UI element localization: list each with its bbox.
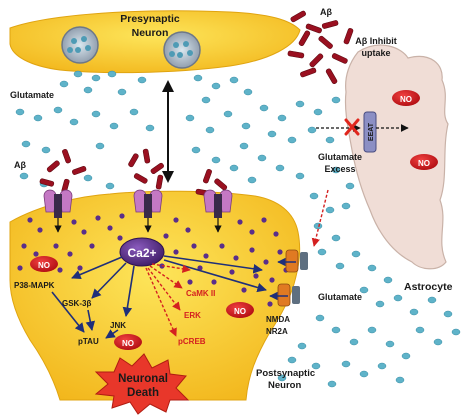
synapse-double-arrow (162, 80, 174, 183)
dashed-signalling-arrows (145, 189, 329, 337)
pcreb-label: pCREB (178, 337, 206, 346)
no-badge: NO (114, 334, 142, 350)
neuronal-death-line2: Death (127, 387, 159, 399)
svg-text:NO: NO (38, 261, 50, 270)
calcium-ions (17, 213, 289, 307)
abeta-label-left: Aβ (14, 160, 26, 170)
eaat-transporter (363, 111, 377, 153)
abeta-inhibit-line2: uptake (361, 48, 390, 58)
no-badge: NO (392, 90, 420, 106)
svg-text:NO: NO (400, 95, 412, 104)
erk-label: ERK (184, 311, 201, 320)
glutamate-excess-line2: Excess (324, 164, 355, 174)
glutamate-excess-line1: Glutamate (318, 152, 362, 162)
postsynaptic-label-line1: Postsynaptic (256, 368, 315, 379)
presynaptic-vesicle (163, 31, 201, 69)
glutamate-label-top: Glutamate (10, 90, 54, 100)
blocked-x-icon (344, 118, 360, 136)
receptor-center (133, 189, 163, 233)
ptau-label: pTAU (78, 337, 99, 346)
no-badge: NO (410, 154, 438, 170)
nmda-line1: NMDA (266, 315, 290, 324)
postsynaptic-label-line2: Neuron (268, 380, 301, 391)
receptor-left (43, 189, 73, 233)
jnk-label: JNK (110, 321, 126, 330)
presynaptic-label-line2: Neuron (132, 27, 169, 39)
p38-mapk-label: P38-MAPK (14, 281, 55, 290)
neuronal-death-line1: Neuronal (118, 373, 168, 385)
nmda-receptor-lower (269, 283, 300, 307)
presynaptic-label-line1: Presynaptic (120, 13, 180, 25)
no-badge: NO (226, 302, 254, 318)
abeta-label-top: Aβ (320, 7, 332, 17)
nmda-line2: NR2A (266, 327, 288, 336)
glutamate-label-right: Glutamate (318, 292, 362, 302)
no-badge: NO (30, 256, 58, 272)
svg-text:NO: NO (234, 307, 246, 316)
receptor-right (203, 189, 233, 233)
abeta-inhibit-line1: Aβ Inhibit (355, 36, 396, 46)
svg-text:NO: NO (418, 159, 430, 168)
astrocyte-label: Astrocyte (404, 281, 453, 293)
astrocyte (344, 44, 449, 270)
glutamate-molecules (15, 70, 461, 388)
neuronal-death-burst (94, 353, 190, 415)
calcium-label: Ca2+ (127, 246, 156, 260)
presynaptic-vesicle (61, 26, 99, 64)
postsynaptic-neuron (9, 190, 301, 401)
gsk-label: GSK-3β (62, 299, 91, 308)
signalling-arrows (51, 255, 267, 339)
nmda-receptor-upper (277, 249, 308, 273)
calcium-node (119, 237, 165, 267)
svg-text:NO: NO (122, 339, 134, 348)
camk-label: CaMK II (186, 289, 215, 298)
eaat-label: EEAT (368, 122, 375, 141)
